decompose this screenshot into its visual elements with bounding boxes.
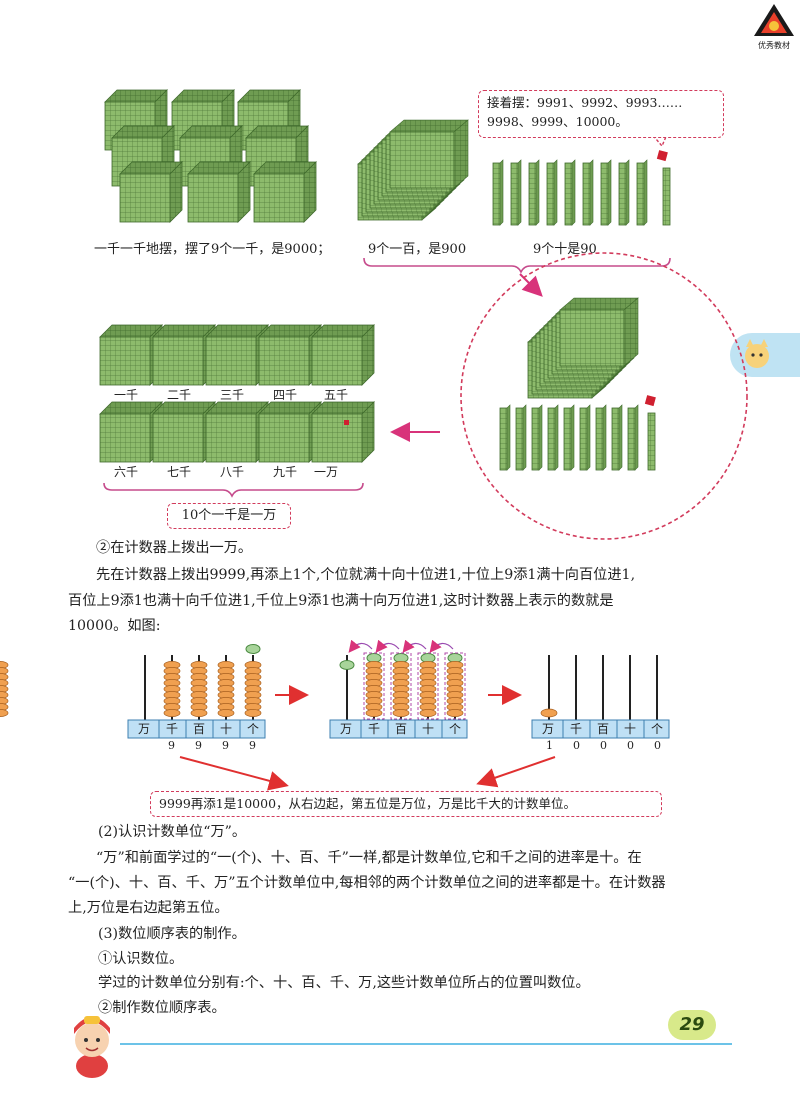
- digit: 0: [627, 739, 634, 752]
- bubble-line-2: 9998、9999、10000。: [487, 114, 628, 129]
- logo-text: 优秀教材: [758, 41, 790, 50]
- digit: 0: [573, 739, 580, 752]
- abacus-carrying: [329, 639, 468, 739]
- place-bai: 百: [395, 722, 408, 736]
- abacus-a-places: 万 千 百 十 个: [128, 720, 265, 738]
- ten-thousands-label-box: 10个一千是一万: [167, 503, 291, 529]
- place-ge: 个: [247, 722, 260, 736]
- label-4: 四千: [273, 388, 298, 402]
- counting-speech-bubble: 接着摆：9991、9992、9993…… 9998、9999、10000。: [478, 90, 724, 138]
- digit: 0: [654, 739, 661, 752]
- label-7: 七千: [167, 465, 192, 479]
- place-qian: 千: [166, 722, 179, 736]
- place-shi: 十: [422, 722, 435, 736]
- caption-hundreds: 9个一百，是900: [368, 242, 467, 257]
- place-wan: 万: [340, 722, 353, 736]
- ones-rod: [656, 150, 671, 226]
- digit: 9: [222, 739, 229, 752]
- para1-line2: 百位上9添1也满十向千位进1,千位上9添1也满十向万位进1,这时计数器上表示的数…: [68, 593, 614, 609]
- place-wan: 万: [138, 722, 151, 736]
- para1-line1: 先在计数器上拨出9999,再添上1个,个位就满十向十位进1,十位上9添1满十向百…: [96, 567, 636, 583]
- step2-title: ②在计数器上拨出一万。: [96, 540, 253, 556]
- label-1: 一千: [114, 388, 139, 402]
- label-8: 八千: [220, 465, 245, 479]
- place-ge: 个: [449, 722, 462, 736]
- label-3: 三千: [220, 388, 245, 402]
- para2-line1: “万”和前面学过的“一(个)、十、百、千”一样,都是计数单位,它和千之间的进率是…: [96, 850, 642, 866]
- step1-title: ①认识数位。: [98, 951, 184, 967]
- abacus-conclusion-box: 9999再添1是10000，从右边起，第五位是万位，万是比千大的计数单位。: [150, 791, 662, 817]
- place-wan: 万: [542, 722, 555, 736]
- place-shi: 十: [220, 722, 233, 736]
- place-value-blocks-figure: [99, 89, 748, 540]
- digit: 9: [168, 739, 175, 752]
- label-9: 九千: [273, 465, 298, 479]
- abacus-conclusion: 9999再添1是10000，从右边起，第五位是万位，万是比千大的计数单位。: [159, 796, 577, 811]
- section3-title: (3)数位顺序表的制作。: [98, 926, 246, 942]
- abacus-c-places: 万 千 百 十 个: [532, 720, 669, 738]
- label-5: 五千: [324, 388, 349, 402]
- ten-thousands-label: 10个一千是一万: [181, 508, 277, 523]
- abacus-9999: [0, 644, 266, 739]
- place-ge: 个: [651, 722, 664, 736]
- page-number: 29: [668, 1010, 716, 1040]
- mascot-icon: [745, 339, 769, 368]
- place-bai: 百: [193, 722, 206, 736]
- para2-line2: “一(个)、十、百、千、万”五个计数单位中,每相邻的两个计数单位之间的进率都是十…: [68, 875, 666, 891]
- circle-rods: [499, 395, 656, 471]
- step2b-title: ②制作数位顺序表。: [98, 1000, 226, 1016]
- place-bai: 百: [597, 722, 610, 736]
- digit: 9: [195, 739, 202, 752]
- label-2: 二千: [167, 388, 192, 402]
- para1-line3: 10000。如图:: [68, 618, 161, 634]
- hundred-flats-group: [357, 119, 469, 221]
- label-6: 六千: [114, 465, 139, 479]
- student-mascot-icon: [74, 1016, 110, 1078]
- ten-rods-group: [492, 159, 648, 226]
- publisher-logo: 优秀教材: [752, 2, 796, 50]
- caption-tens: 9个十是90: [533, 242, 597, 257]
- ten-thousand-cubes: [99, 324, 375, 463]
- footer-line: [120, 1043, 732, 1045]
- caption-thousands: 一千一千地摆，摆了9个一千，是9000；: [94, 242, 331, 257]
- label-10: 一万: [314, 465, 339, 479]
- section2-title: (2)认识计数单位“万”。: [98, 824, 247, 840]
- thousand-cubes-group: [104, 89, 317, 223]
- place-qian: 千: [570, 722, 583, 736]
- logo-icon: [754, 4, 794, 36]
- circle-flats: [527, 297, 639, 399]
- digit: 0: [600, 739, 607, 752]
- bubble-line-1: 接着摆：9991、9992、9993……: [487, 95, 683, 110]
- para3: 学过的计数单位分别有:个、十、百、千、万,这些计数单位所占的位置叫数位。: [98, 975, 590, 991]
- abacus-10000: [531, 655, 670, 739]
- place-qian: 千: [368, 722, 381, 736]
- para2-line3: 上,万位是右边起第五位。: [68, 900, 229, 916]
- place-shi: 十: [624, 722, 637, 736]
- abacus-figure: [0, 639, 670, 791]
- digit: 9: [249, 739, 256, 752]
- abacus-b-places: 万 千 百 十 个: [330, 720, 467, 738]
- digit: 1: [546, 739, 553, 752]
